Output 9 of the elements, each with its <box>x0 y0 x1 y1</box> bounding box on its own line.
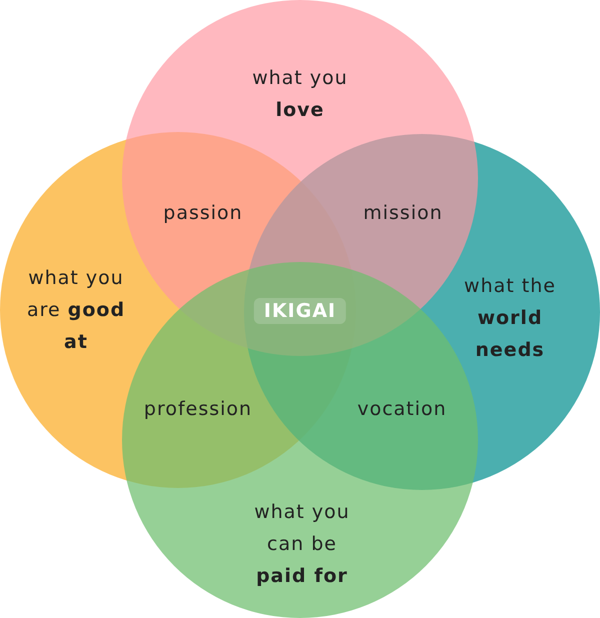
circle-label: what you can be paid for <box>253 500 351 589</box>
center-label: IKIGAI <box>254 298 346 324</box>
circle-label: what the world needs <box>463 274 557 363</box>
overlap-label: vocation <box>357 398 447 420</box>
overlap-label: profession <box>144 398 252 420</box>
overlap-label: passion <box>163 202 243 224</box>
circle-label: what you love <box>251 66 349 123</box>
overlap-label: mission <box>363 202 443 224</box>
circle-label: what you are good at <box>26 266 126 355</box>
